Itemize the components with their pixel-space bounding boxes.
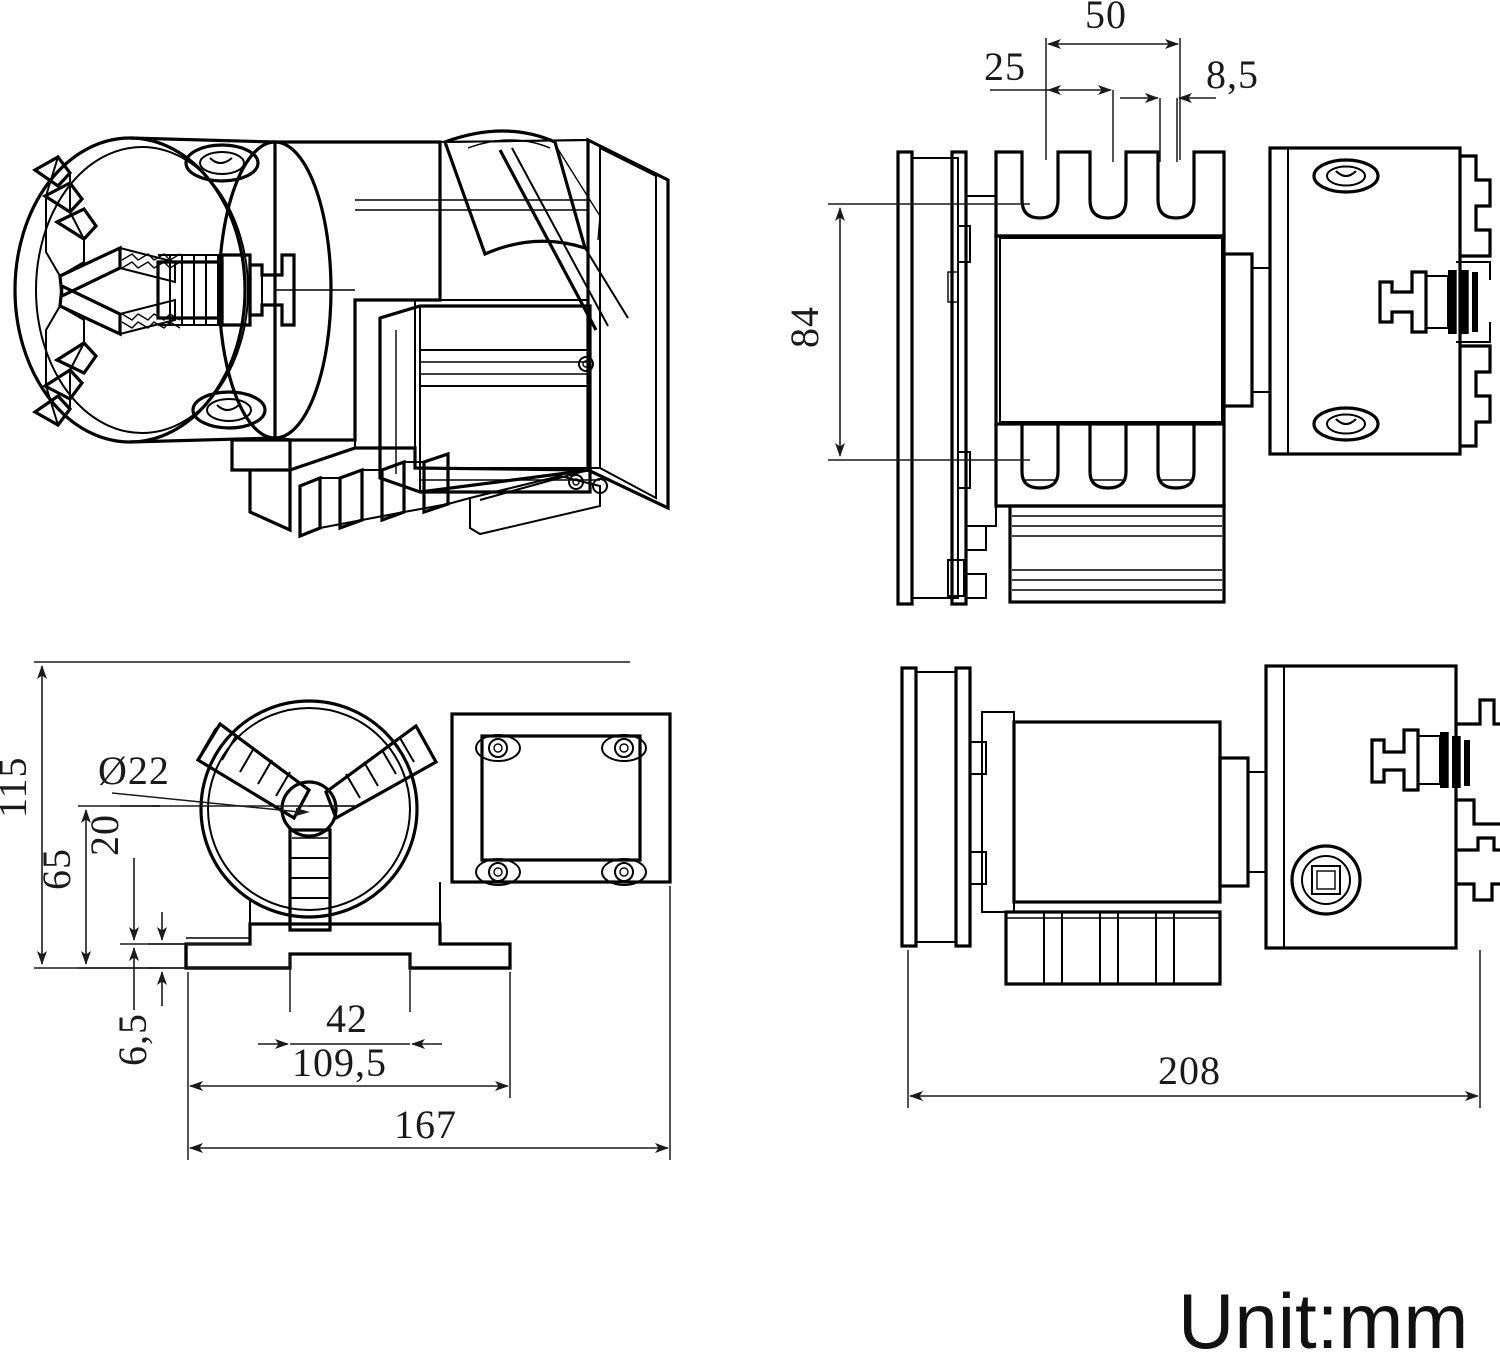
dim-label-8-5: 8,5 xyxy=(1206,52,1259,97)
dim-label-dia22: Ø22 xyxy=(98,748,170,793)
dimensions-front-elevation: 115 65 20 6,5 42 xyxy=(0,661,671,1160)
iso-rear-mount-plate xyxy=(442,137,670,511)
dim-label-167: 167 xyxy=(394,1102,457,1147)
view-top-side-elevation: 50 25 8,5 84 xyxy=(782,0,1492,606)
iso-base-rail xyxy=(230,438,601,539)
chuck-block-bottom xyxy=(1264,664,1500,950)
chuck-front-circle xyxy=(195,699,439,932)
chuck-jaw-upper-left xyxy=(195,721,312,821)
dim-label-25: 25 xyxy=(984,44,1026,89)
iso-chuck-bolt-bosses xyxy=(184,143,267,430)
shaft-cylinder xyxy=(999,237,1271,423)
dim-label-65: 65 xyxy=(34,848,79,890)
dim-label-208: 208 xyxy=(1158,1048,1221,1093)
dim-label-84: 84 xyxy=(782,306,827,348)
dim-label-50: 50 xyxy=(1085,0,1127,37)
view-bottom-side-elevation: 208 xyxy=(900,664,1500,1108)
chuck-jaw-bottom xyxy=(288,828,332,932)
unit-note: Unit:mm xyxy=(1178,1277,1468,1365)
dimensions-bottom-side: 208 xyxy=(907,950,1481,1108)
view-isometric xyxy=(13,129,670,539)
chuck-jaw-upper-right xyxy=(324,723,439,821)
dim-label-20: 20 xyxy=(82,814,127,856)
view-front-elevation: Ø22 115 65 20 6,5 xyxy=(0,661,672,1160)
motor-block-top-view xyxy=(965,504,1226,604)
dim-label-42: 42 xyxy=(326,996,368,1041)
control-box-plate xyxy=(450,712,672,886)
dim-label-109-5: 109,5 xyxy=(292,1040,387,1085)
dimensions-top-side: 50 25 8,5 84 xyxy=(782,0,1259,461)
front-body-outline xyxy=(249,882,441,924)
chuck-block-top xyxy=(1268,146,1492,456)
dim-label-115: 115 xyxy=(0,756,35,818)
bore-leader: Ø22 xyxy=(98,748,310,816)
dim-label-6-5: 6,5 xyxy=(110,1013,155,1066)
box-corner-bolts xyxy=(475,734,647,886)
iso-rear-drum xyxy=(442,129,629,331)
motor-drum-bottom xyxy=(969,711,1222,986)
iso-shaft-collar xyxy=(156,253,296,327)
pulley-flange-bottom xyxy=(900,666,972,948)
